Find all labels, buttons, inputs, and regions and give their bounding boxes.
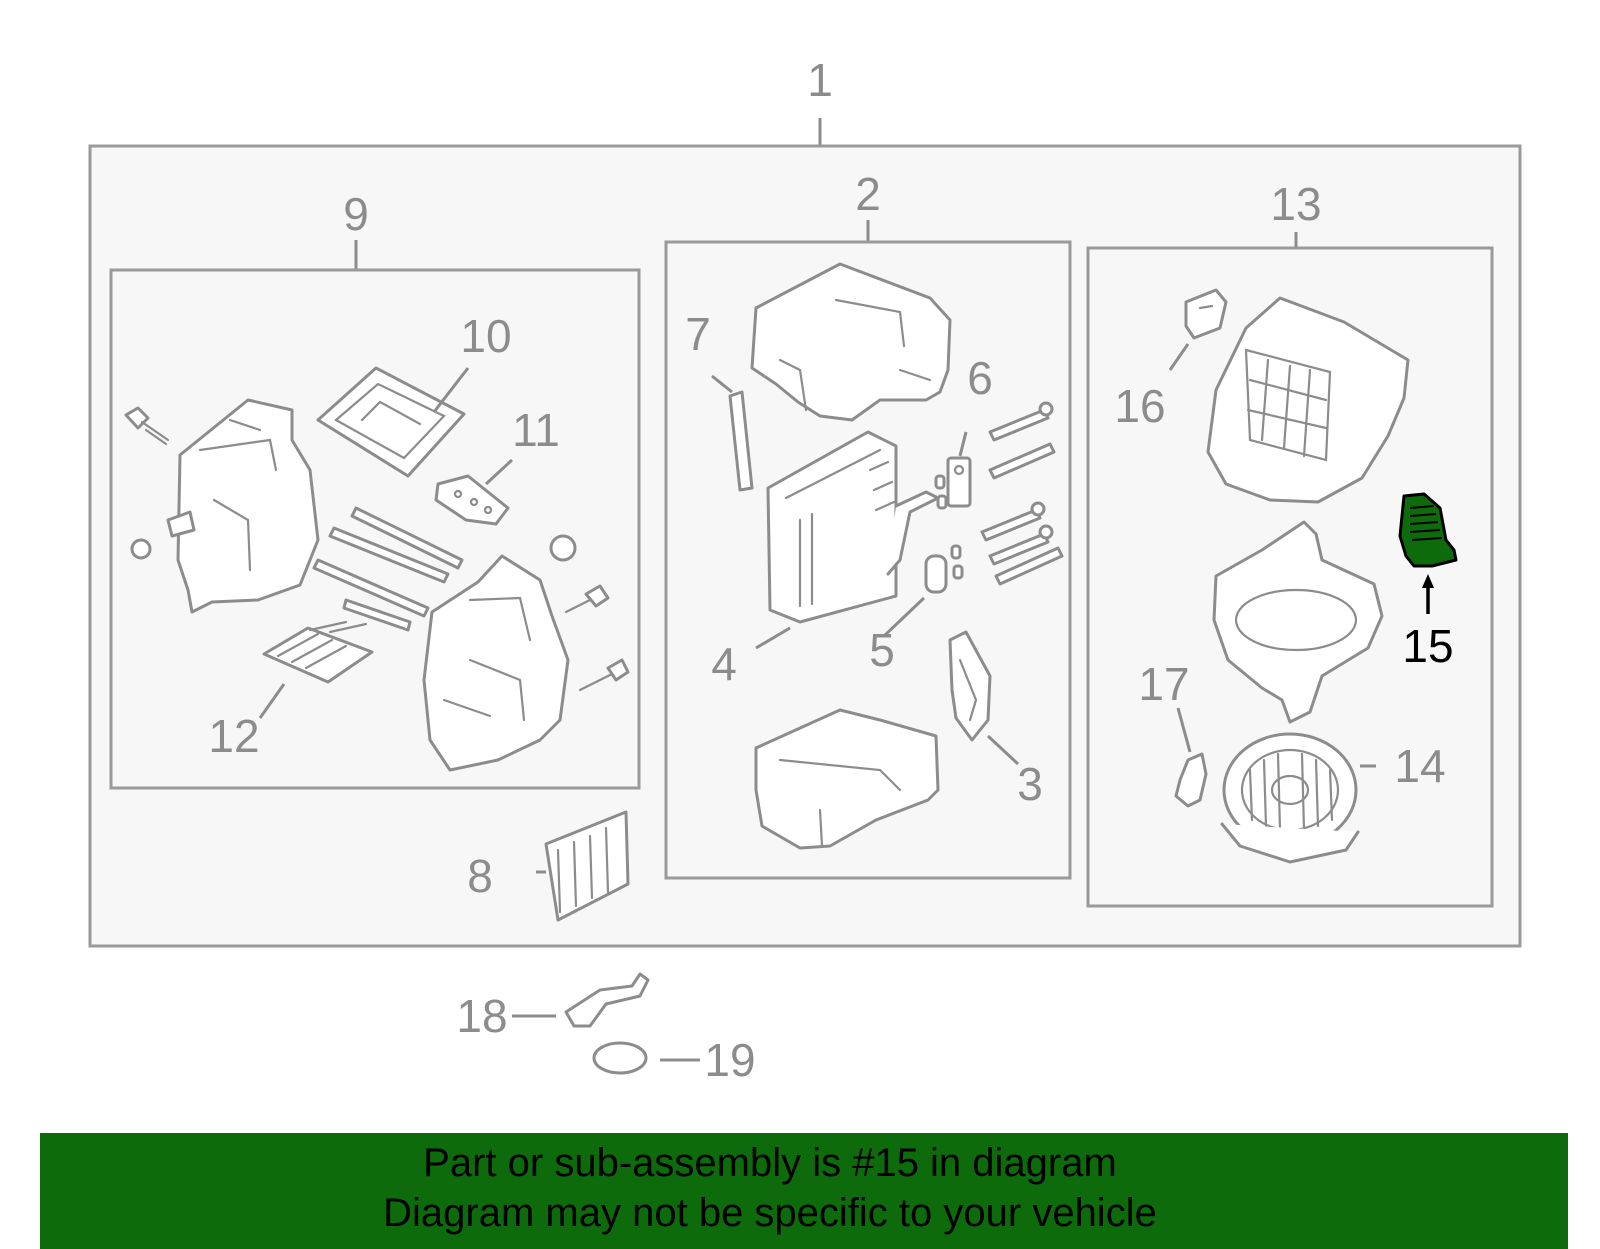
callout-10: 10 xyxy=(460,310,511,362)
callout-17: 17 xyxy=(1138,658,1189,710)
callout-14: 14 xyxy=(1394,740,1445,792)
part-18-drain-hose xyxy=(564,972,650,1028)
info-banner: Part or sub-assembly is #15 in diagram D… xyxy=(40,1133,1568,1249)
callout-4: 4 xyxy=(711,638,737,690)
callout-19: 19 xyxy=(704,1034,755,1086)
callout-7: 7 xyxy=(685,308,711,360)
callout-12: 12 xyxy=(208,710,259,762)
part-5-o-rings xyxy=(924,544,964,594)
part-upper-case xyxy=(750,262,952,422)
callout-11: 11 xyxy=(512,404,560,456)
part-blower-upper-case xyxy=(1206,296,1410,504)
part-seal-strips xyxy=(312,506,464,632)
part-10-filter-door xyxy=(316,366,466,478)
arrow-15 xyxy=(1422,574,1434,588)
part-lower-case xyxy=(754,708,940,850)
banner-line-disclaimer: Diagram may not be specific to your vehi… xyxy=(383,1191,1157,1235)
part-14-blower-motor xyxy=(1220,732,1360,864)
part-19-grommet xyxy=(592,1041,648,1075)
leader-lines xyxy=(258,343,1376,1062)
callout-16: 16 xyxy=(1114,380,1165,432)
part-4-evaporator xyxy=(766,430,940,624)
callout-2: 2 xyxy=(855,168,881,220)
part-17-hose xyxy=(1174,752,1208,808)
part-bolts-right xyxy=(564,584,630,692)
part-screws-rods xyxy=(980,401,1064,586)
part-7-seal-strip xyxy=(728,390,754,492)
callout-15: 15 xyxy=(1402,620,1453,672)
part-11-seal xyxy=(434,474,510,526)
part-16-connector xyxy=(1184,288,1228,340)
part-housing-right xyxy=(422,554,570,772)
part-9-housing-left xyxy=(130,398,320,614)
callout-13: 13 xyxy=(1270,178,1321,230)
part-15-resistor-highlighted xyxy=(1398,492,1458,568)
part-blower-lower-case xyxy=(1212,520,1384,724)
part-grommet-right xyxy=(549,534,577,562)
part-6-expansion-valve xyxy=(934,456,972,510)
callout-3: 3 xyxy=(1017,758,1043,810)
callout-9: 9 xyxy=(343,188,369,240)
banner-line-part-number: Part or sub-assembly is #15 in diagram xyxy=(423,1141,1117,1185)
callout-6: 6 xyxy=(967,352,993,404)
callout-5: 5 xyxy=(869,624,895,676)
callout-18: 18 xyxy=(456,990,507,1042)
callout-1: 1 xyxy=(807,54,833,106)
part-3-gasket xyxy=(948,630,992,742)
callout-8: 8 xyxy=(467,850,493,902)
part-8-cabin-filter xyxy=(544,810,630,922)
part-12-heater-core xyxy=(262,620,374,684)
part-bolt-top-left xyxy=(124,406,170,446)
